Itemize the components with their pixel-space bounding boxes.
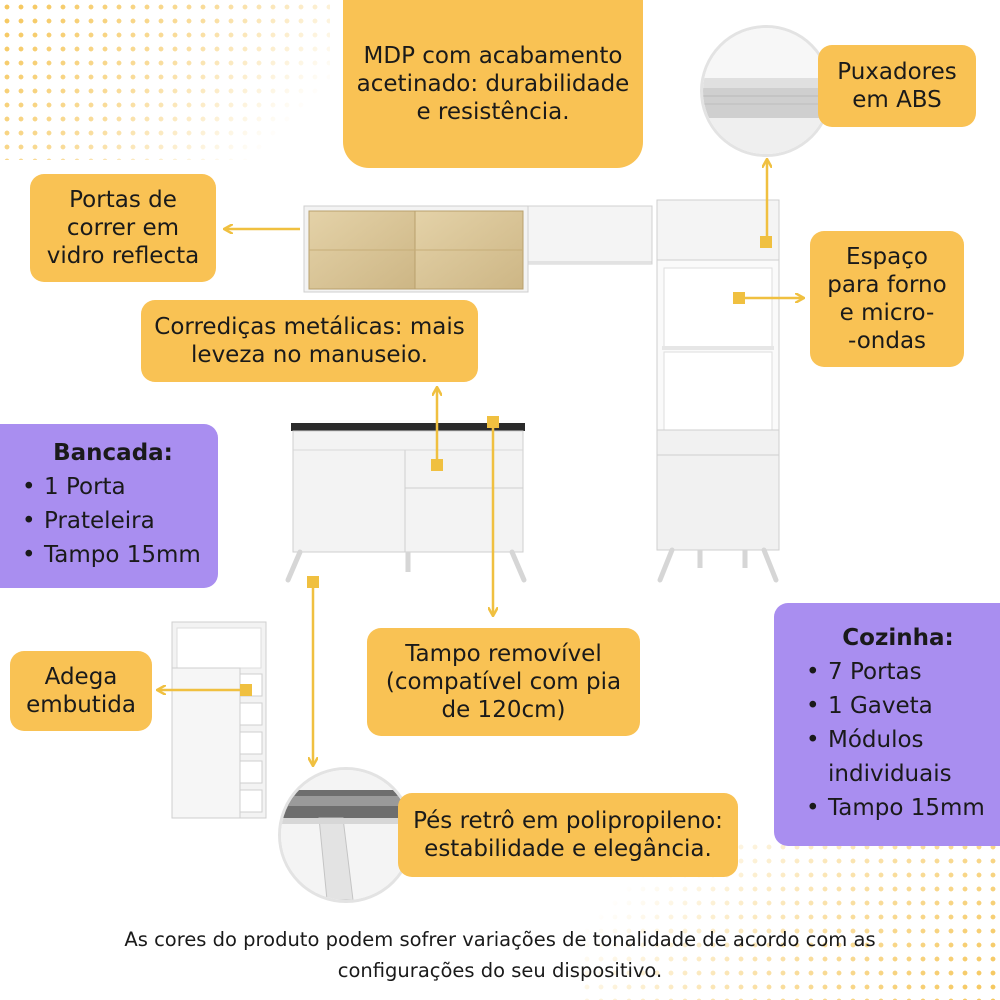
list-item: 1 Porta [22, 470, 204, 504]
list-item: Tampo 15mm [806, 791, 990, 825]
list-item: Prateleira [22, 504, 204, 538]
callout-pes-text: Pés retrô em polipropileno: estabilidade… [413, 807, 723, 862]
callout-corredicas: Corrediças metálicas: mais leveza no man… [141, 300, 478, 382]
list-item: 7 Portas [806, 655, 990, 689]
color-disclaimer: As cores do produto podem sofrer variaçõ… [124, 928, 876, 983]
upper-plain-cabinet [527, 205, 653, 265]
bancada-list: 1 Porta Prateleira Tampo 15mm [22, 470, 204, 572]
callout-portas: Portas de correr em vidro reflecta [30, 174, 216, 282]
callout-tampo: Tampo removível (compatível com pia de 1… [367, 628, 640, 736]
list-item: Tampo 15mm [22, 538, 204, 572]
callout-adega: Adega embutida [10, 651, 152, 731]
handle-detail-photo [700, 25, 832, 157]
callout-espaco-text: Espaço para forno e micro- -ondas [827, 243, 947, 355]
bancada-title: Bancada: [53, 440, 173, 466]
callout-puxadores: Puxadores em ABS [818, 45, 976, 127]
list-item: Módulos individuais [806, 723, 990, 791]
cozinha-list: 7 Portas 1 Gaveta Módulos individuais Ta… [806, 655, 990, 825]
oven-tower [656, 199, 780, 583]
callout-mdp: MDP com acabamento acetinado: durabilida… [343, 0, 643, 168]
wine-rack-cabinet [171, 621, 267, 819]
callout-puxadores-text: Puxadores em ABS [837, 58, 957, 113]
callout-pes: Pés retrô em polipropileno: estabilidade… [398, 793, 738, 877]
callout-mdp-text: MDP com acabamento acetinado: durabilida… [356, 42, 630, 126]
upper-glass-cabinet [303, 205, 529, 293]
cozinha-summary: Cozinha: 7 Portas 1 Gaveta Módulos indiv… [774, 603, 1000, 846]
callout-portas-text: Portas de correr em vidro reflecta [46, 186, 200, 270]
bancada-summary: Bancada: 1 Porta Prateleira Tampo 15mm [0, 424, 218, 588]
base-counter [285, 423, 527, 583]
callout-adega-text: Adega embutida [26, 663, 136, 718]
callout-tampo-text: Tampo removível (compatível com pia de 1… [385, 640, 622, 724]
list-item: 1 Gaveta [806, 689, 990, 723]
callout-corredicas-text: Corrediças metálicas: mais leveza no man… [154, 313, 465, 368]
cozinha-title: Cozinha: [842, 625, 954, 651]
callout-espaco: Espaço para forno e micro- -ondas [810, 231, 964, 367]
retro-feet-detail-photo [278, 767, 414, 903]
